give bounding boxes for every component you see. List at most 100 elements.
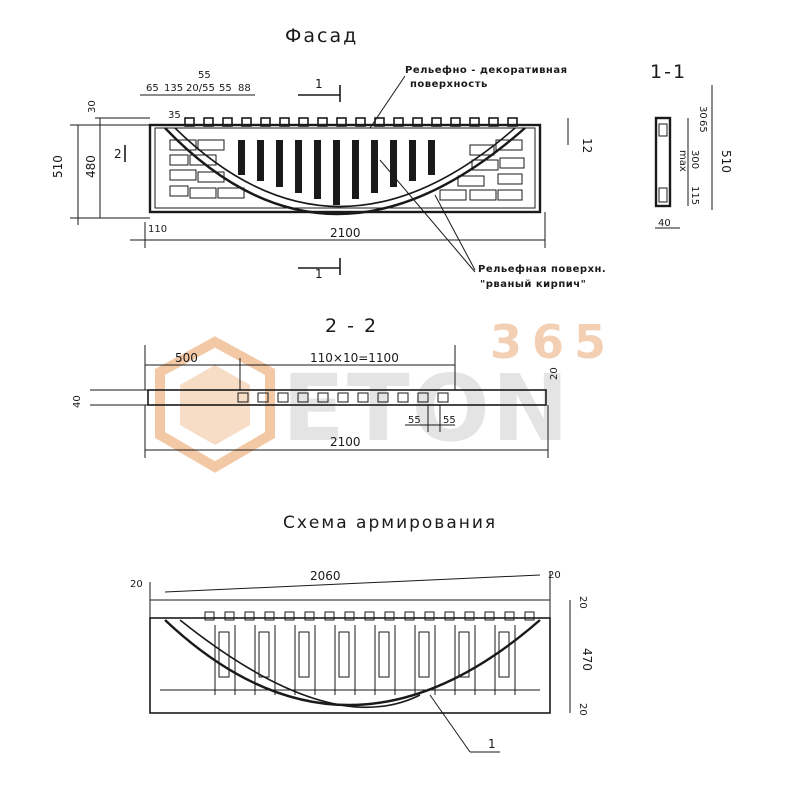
dim-88: 88: [238, 83, 251, 94]
section-2-2-profile: [147, 389, 547, 406]
dim-reinf-20-right: 20: [548, 570, 561, 581]
reinforcement-tooth: [244, 611, 255, 621]
note-brick-2: "рваный кирпич": [480, 279, 586, 290]
facade-baluster: [371, 140, 378, 193]
reinforcement-scheme: Схема армирования 2060 20 20 470 20 20 1: [130, 513, 594, 753]
dim-line-2060: [164, 574, 541, 593]
facade-tooth: [374, 117, 385, 127]
dim-2060: 2060: [310, 569, 341, 583]
reinforcement-tooth: [524, 611, 535, 621]
facade-baluster: [238, 140, 245, 175]
facade-tooth: [241, 117, 252, 127]
dim-30: 30: [87, 100, 98, 113]
reinforcement-tooth: [444, 611, 455, 621]
facade-tooth: [355, 117, 366, 127]
dim-1-1-max: max: [677, 150, 688, 172]
facade-tooth: [488, 117, 499, 127]
dim-right-12: 12: [580, 138, 594, 153]
dim-2-2-40: 40: [72, 395, 83, 408]
dim-480: 480: [84, 155, 98, 178]
facade-baluster: [409, 140, 416, 181]
facade-baluster: [352, 140, 359, 199]
facade-top-teeth: [184, 117, 518, 127]
callout-leader-1: [429, 694, 471, 753]
dim-20-55: 20/55: [186, 83, 215, 94]
facade-baluster: [428, 140, 435, 175]
reinforcement-tooth: [304, 611, 315, 621]
reinforcement-tooth: [224, 611, 235, 621]
facade-panel-inner: [154, 127, 536, 209]
facade-title: Фасад: [285, 25, 358, 47]
dim-reinf-20-bottom: 20: [577, 703, 588, 716]
section-2-2-title: 2 - 2: [325, 315, 378, 337]
reinforcement-tooth: [264, 611, 275, 621]
facade-tooth: [412, 117, 423, 127]
dim-2-2-2100: 2100: [330, 435, 361, 449]
dim-500: 500: [175, 351, 198, 365]
dim-470: 470: [580, 648, 594, 671]
section-1-1-title: 1-1: [650, 61, 687, 83]
dim-35: 35: [168, 110, 181, 121]
reinforcement-tooth: [484, 611, 495, 621]
reinforcement-opening: [258, 631, 270, 678]
reinforcement-arc: [164, 619, 541, 707]
facade-baluster: [295, 140, 302, 193]
facade-decorative-arc: [164, 127, 526, 216]
dim-1-1-115: 115: [689, 186, 700, 205]
dim-chain-1100: 110×10=1100: [310, 351, 399, 365]
section-2-2-block: [357, 392, 369, 403]
dim-2-2-55b: 55: [443, 415, 456, 426]
watermark-brand: ETON: [282, 355, 571, 462]
facade-baluster: [333, 140, 340, 205]
section-2-2-block: [337, 392, 349, 403]
reinforcement-tooth: [284, 611, 295, 621]
dim-110: 110: [148, 224, 167, 235]
dim-2-2-20: 20: [549, 367, 560, 380]
dim-65: 65: [146, 83, 159, 94]
note-decorative-2: поверхность: [410, 79, 488, 90]
facade-baluster: [390, 140, 397, 187]
dim-135: 135: [164, 83, 183, 94]
section-2-2-block: [417, 392, 429, 403]
facade-tooth: [279, 117, 290, 127]
facade-tooth: [393, 117, 404, 127]
cut-mark-1-bottom-label: 1: [315, 267, 323, 281]
facade-baluster: [276, 140, 283, 187]
section-2-2-block: [237, 392, 249, 403]
note-decorative: Рельефно - декоративная: [405, 64, 568, 76]
section-2-2-block: [317, 392, 329, 403]
facade-tooth: [317, 117, 328, 127]
reinforcement-tooth: [344, 611, 355, 621]
facade-tooth: [469, 117, 480, 127]
facade-tooth: [431, 117, 442, 127]
facade-balusters: [238, 140, 435, 205]
reinforcement-tooth: [204, 611, 215, 621]
reinforcement-tooth: [364, 611, 375, 621]
dim-1-1-40: 40: [658, 218, 671, 229]
reinforcement-tooth: [404, 611, 415, 621]
section-2-2-block: [297, 392, 309, 403]
reinforcement-opening: [458, 631, 470, 678]
section-2-2-block: [277, 392, 289, 403]
section-1-1-profile: [654, 116, 672, 208]
facade-tooth: [450, 117, 461, 127]
dim-1-1-510: 510: [719, 150, 733, 173]
facade-tooth: [203, 117, 214, 127]
facade-tooth: [298, 117, 309, 127]
leader-brick-1: [434, 194, 476, 271]
section-2-2-block: [377, 392, 389, 403]
facade-baluster: [314, 140, 321, 199]
facade-tooth: [507, 117, 518, 127]
dim-1-1-300: 300: [689, 150, 700, 169]
reinforcement-teeth: [204, 611, 535, 621]
facade-tooth: [184, 117, 195, 127]
watermark-number: 365: [490, 315, 616, 369]
facade-brick-left: [169, 139, 245, 199]
section-2-2-block: [257, 392, 269, 403]
reinforcement-opening: [418, 631, 430, 678]
facade-view: Фасад 510 480 30: [51, 25, 606, 290]
reinforcement-opening: [338, 631, 350, 678]
facade-brick-right: [439, 139, 525, 201]
section-1-1: 1-1 30 65 max 300 510 115 40: [650, 61, 733, 229]
